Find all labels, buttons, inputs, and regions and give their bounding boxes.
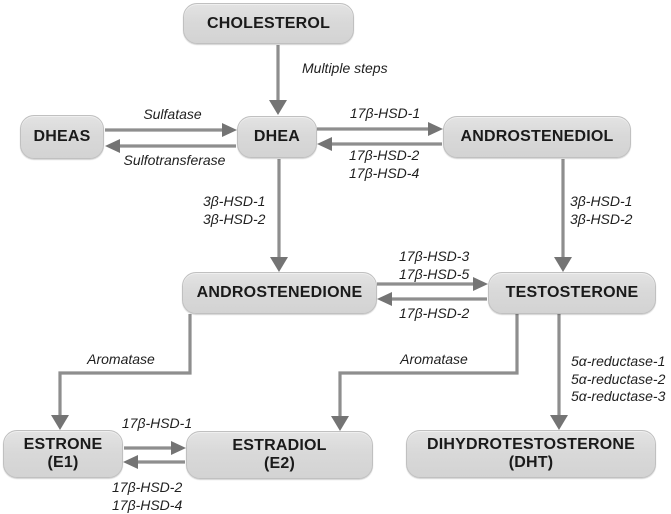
node-androstenediol: ANDROSTENEDIOL <box>443 116 631 158</box>
enzyme-label-17bhsd2-4-bottom: 17β-HSD-2 17β-HSD-4 <box>112 479 182 514</box>
enzyme-label-17bhsd1-top: 17β-HSD-1 <box>330 105 440 123</box>
enzyme-label-line: 17β-HSD-2 <box>349 147 420 163</box>
enzyme-label-17bhsd2-mid: 17β-HSD-2 <box>399 305 469 323</box>
enzyme-label-line: 5α-reductase-1 <box>571 353 666 369</box>
enzyme-label-line: Multiple steps <box>302 60 388 76</box>
arrow-estrone-to-estradiol <box>124 441 186 455</box>
enzyme-label-line: 3β-HSD-2 <box>203 210 266 227</box>
node-dheas: DHEAS <box>20 115 104 159</box>
enzyme-label-line: 3β-HSD-1 <box>203 193 266 209</box>
enzyme-label-17bhsd1-bottom: 17β-HSD-1 <box>113 415 201 433</box>
arrow-testosterone-to-estradiol <box>331 314 519 431</box>
enzyme-label-line: Sulfotransferase <box>123 152 226 168</box>
enzyme-label-17bhsd3-5: 17β-HSD-3 17β-HSD-5 <box>399 248 469 283</box>
enzyme-label-line: 17β-HSD-4 <box>112 496 183 513</box>
node-sublabel: (E1) <box>47 454 79 471</box>
enzyme-label-line: 3β-HSD-1 <box>570 193 633 209</box>
enzyme-label-aromatase-left: Aromatase <box>70 351 172 369</box>
enzyme-label-aromatase-right: Aromatase <box>383 351 485 369</box>
enzyme-label-sulfatase: Sulfatase <box>105 106 240 124</box>
node-label: CHOLESTEROL <box>206 14 331 32</box>
arrow-testosterone-to-dht <box>550 314 568 430</box>
arrow-androstenediol-to-testosterone <box>554 159 572 272</box>
arrow-dheas-to-dhea <box>105 123 237 137</box>
arrow-androstenediol-to-dhea <box>317 137 442 151</box>
enzyme-label-3bhsd-left: 3β-HSD-1 3β-HSD-2 <box>203 193 265 228</box>
enzyme-label-sulfotransferase: Sulfotransferase <box>102 152 247 170</box>
node-sublabel: (DHT) <box>508 454 554 471</box>
enzyme-label-line: Aromatase <box>400 351 468 367</box>
node-label: ESTRONE <box>23 436 103 453</box>
enzyme-label-multiple-steps: Multiple steps <box>302 60 388 78</box>
node-label: ESTRADIOL <box>232 437 327 454</box>
enzyme-label-line: 3β-HSD-2 <box>570 210 633 227</box>
node-label: TESTOSTERONE <box>505 284 639 301</box>
node-label: ANDROSTENEDIOL <box>460 128 614 145</box>
enzyme-label-line: 17β-HSD-3 <box>399 248 470 264</box>
node-label: DHEAS <box>33 128 91 145</box>
arrow-cholesterol-to-dhea <box>269 45 287 115</box>
node-estrone: ESTRONE (E1) <box>3 430 123 478</box>
arrow-dhea-to-dheas <box>105 139 236 153</box>
arrow-dhea-to-androstenedione <box>270 159 288 272</box>
enzyme-label-line: 17β-HSD-5 <box>399 265 470 282</box>
node-sublabel: (E2) <box>263 455 296 472</box>
enzyme-label-line: Sulfatase <box>143 106 202 122</box>
enzyme-label-line: Aromatase <box>87 351 155 367</box>
node-label: DHEA <box>253 128 301 145</box>
enzyme-label-line: 17β-HSD-1 <box>349 105 421 121</box>
arrow-testosterone-to-androstenedione <box>377 292 487 306</box>
node-estradiol: ESTRADIOL (E2) <box>186 431 373 479</box>
enzyme-label-3bhsd-right: 3β-HSD-1 3β-HSD-2 <box>570 193 632 228</box>
node-label: ANDROSTENEDIONE <box>196 284 363 301</box>
node-dhea: DHEA <box>237 116 317 158</box>
enzyme-label-line: 17β-HSD-1 <box>121 415 193 431</box>
arrow-androstenedione-to-estrone <box>51 314 192 430</box>
enzyme-label-17bhsd2-4-top: 17β-HSD-2 17β-HSD-4 <box>349 147 419 182</box>
arrow-dhea-to-androstenediol <box>317 122 443 136</box>
enzyme-label-line: 17β-HSD-2 <box>112 479 183 495</box>
arrow-estradiol-to-estrone <box>123 455 185 469</box>
enzyme-label-line: 17β-HSD-2 <box>399 305 470 321</box>
node-androstenedione: ANDROSTENEDIONE <box>182 272 377 314</box>
enzyme-label-line: 17β-HSD-4 <box>349 164 420 181</box>
enzyme-label-line: 5α-reductase-2 <box>571 370 666 387</box>
enzyme-label-line: 5α-reductase-3 <box>571 388 666 404</box>
arrow-androstenedione-to-testosterone <box>377 277 488 291</box>
node-dht: DIHYDROTESTOSTERONE (DHT) <box>406 430 656 478</box>
node-testosterone: TESTOSTERONE <box>488 272 656 314</box>
node-label: DIHYDROTESTOSTERONE <box>427 436 635 453</box>
node-cholesterol: CHOLESTEROL <box>183 3 354 44</box>
enzyme-label-5a-reductase: 5α-reductase-1 5α-reductase-2 5α-reducta… <box>571 353 665 406</box>
